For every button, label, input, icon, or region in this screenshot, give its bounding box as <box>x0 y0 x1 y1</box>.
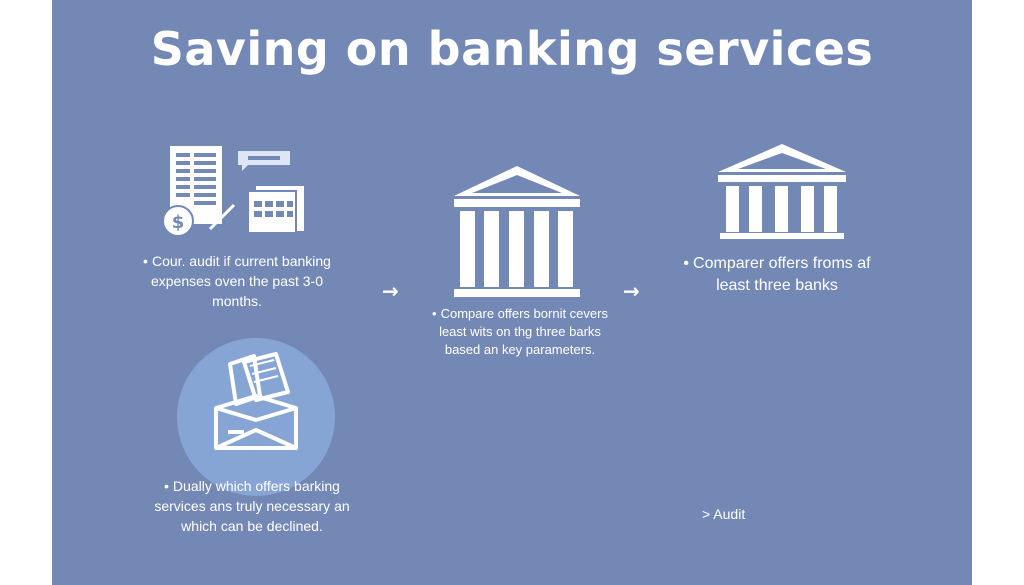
document-dollar-icon: $ <box>162 146 304 237</box>
step-1-caption: •Cour. audit if current banking expenses… <box>143 253 331 309</box>
page-title: Saving on banking services <box>150 22 874 76</box>
bullet: • <box>164 478 169 494</box>
bullet: • <box>432 306 437 321</box>
step-3-caption: •Comparer offers froms af least three ba… <box>683 255 871 294</box>
arrow-step-1-to-2: → <box>382 279 399 303</box>
step-4-caption: •Dually which offers barking services an… <box>154 478 350 534</box>
audit-link[interactable]: > Audit <box>702 506 746 522</box>
bank-icon <box>454 166 580 297</box>
infographic-panel: Saving on banking services $ •Cour. audi… <box>52 0 972 585</box>
step-2-caption: •Compare offers bornit cevers least wits… <box>432 306 608 357</box>
bullet: • <box>143 253 148 269</box>
box-documents-icon <box>214 352 298 450</box>
bank-icon <box>718 144 846 239</box>
bullet: • <box>683 255 690 272</box>
svg-text:$: $ <box>172 212 185 233</box>
arrow-step-2-to-3: → <box>623 279 640 303</box>
